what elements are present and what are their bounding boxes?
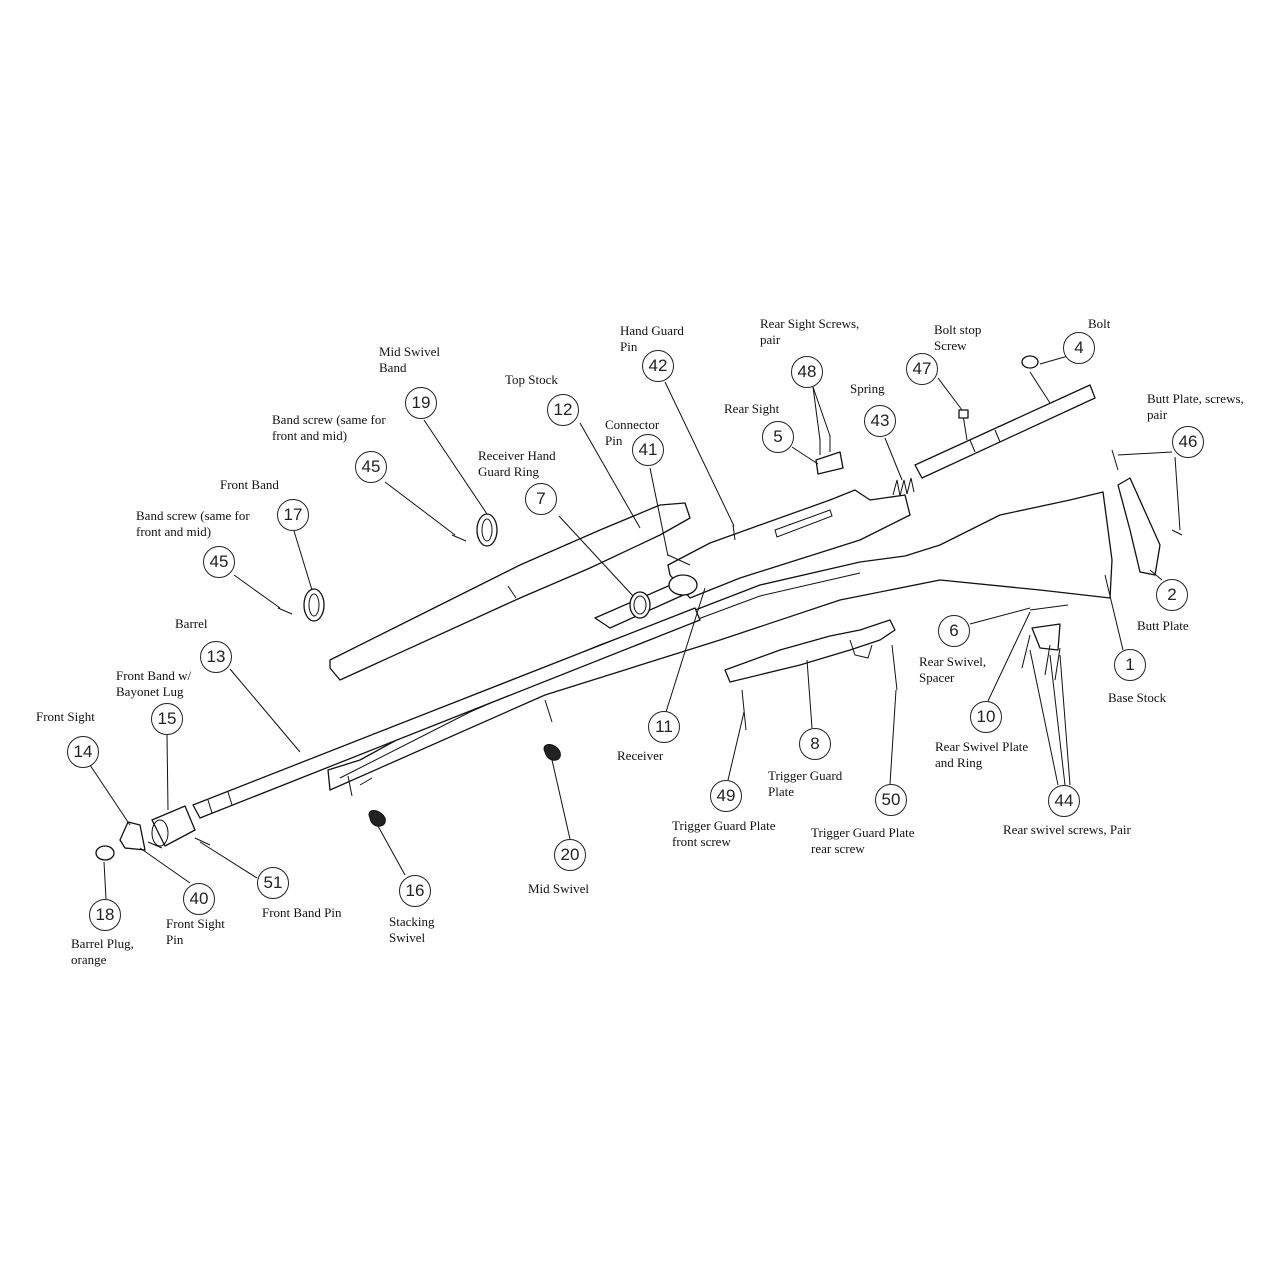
callout-butt-plate: 2: [1156, 579, 1188, 611]
callout-trigger-guard-front-screw: 49: [710, 780, 742, 812]
front-band-bayonet-part: [151, 805, 196, 847]
label-front-sight: Front Sight: [36, 709, 95, 724]
label-front-band: Front Band: [220, 477, 279, 492]
callout-rear-sight-screws: 48: [791, 356, 823, 388]
callout-rear-swivel-screws: 44: [1048, 785, 1080, 817]
receiver-hand-guard-ring-part: [629, 591, 651, 619]
callout-barrel-plug: 18: [89, 899, 121, 931]
label-mid-swivel: Mid Swivel: [528, 881, 590, 896]
callout-bolt: 4: [1063, 332, 1095, 364]
label-barrel-plug: Barrel Plug,orange: [71, 936, 134, 967]
barrel-plug-part: [95, 845, 115, 861]
label-butt-plate: Butt Plate: [1137, 618, 1189, 633]
rear-sight-part: [815, 451, 844, 475]
callout-receiver: 11: [648, 711, 680, 743]
callout-rear-swivel-plate: 10: [970, 701, 1002, 733]
label-barrel: Barrel: [175, 616, 208, 631]
barrel-part: [192, 607, 701, 819]
label-rear-sight-screws: Rear Sight Screws,pair: [760, 316, 860, 347]
callout-receiver-hand-guard-ring: 7: [525, 483, 557, 515]
front-sight-part: [119, 821, 146, 851]
callout-mid-swivel-band: 19: [405, 387, 437, 419]
label-spring: Spring: [850, 381, 885, 396]
callout-rear-sight: 5: [762, 421, 794, 453]
label-top-stock: Top Stock: [505, 372, 558, 387]
label-butt-plate-screws: Butt Plate, screws,pair: [1147, 391, 1244, 422]
callout-trigger-guard-plate: 8: [799, 728, 831, 760]
spring-part: [892, 477, 915, 497]
top-stock-part: [329, 502, 691, 681]
callout-spring: 43: [864, 405, 896, 437]
butt-plate-part: [1117, 477, 1161, 576]
callout-connector-pin: 41: [632, 434, 664, 466]
label-front-band-pin: Front Band Pin: [262, 905, 342, 920]
bolt-part: [914, 384, 1096, 479]
callout-front-band-bayonet: 15: [151, 703, 183, 735]
callout-front-band: 17: [277, 499, 309, 531]
callout-stacking-swivel: 16: [399, 875, 431, 907]
front-band-part: [303, 588, 325, 622]
label-rear-sight: Rear Sight: [724, 401, 780, 416]
callout-butt-plate-screws: 46: [1172, 426, 1204, 458]
trigger-guard-plate-part: [724, 619, 896, 683]
stacking-swivel-part: [368, 810, 386, 827]
label-base-stock: Base Stock: [1108, 690, 1167, 705]
callout-mid-swivel: 20: [554, 839, 586, 871]
label-front-band-bayonet: Front Band w/Bayonet Lug: [116, 668, 192, 699]
rear-swivel-plate-part: [1031, 623, 1061, 651]
receiver-part: [667, 489, 911, 599]
callout-band-screw-upper: 45: [355, 451, 387, 483]
label-rear-swivel-screws: Rear swivel screws, Pair: [1003, 822, 1131, 837]
leader-lines: [89, 355, 1181, 900]
callout-rear-swivel-spacer: 6: [938, 615, 970, 647]
callout-bolt-stop-screw: 47: [906, 353, 938, 385]
label-receiver: Receiver: [617, 748, 664, 763]
callout-hand-guard-pin: 42: [642, 350, 674, 382]
callout-band-screw-lower: 45: [203, 546, 235, 578]
callout-barrel: 13: [200, 641, 232, 673]
callout-base-stock: 1: [1114, 649, 1146, 681]
callout-front-sight: 14: [67, 736, 99, 768]
label-bolt: Bolt: [1088, 316, 1111, 331]
callout-front-sight-pin: 40: [183, 883, 215, 915]
callout-trigger-guard-rear-screw: 50: [875, 784, 907, 816]
mid-swivel-part: [543, 744, 561, 761]
callout-front-band-pin: 51: [257, 867, 289, 899]
callout-top-stock: 12: [547, 394, 579, 426]
label-rear-swivel-spacer: Rear Swivel,Spacer: [919, 654, 987, 685]
